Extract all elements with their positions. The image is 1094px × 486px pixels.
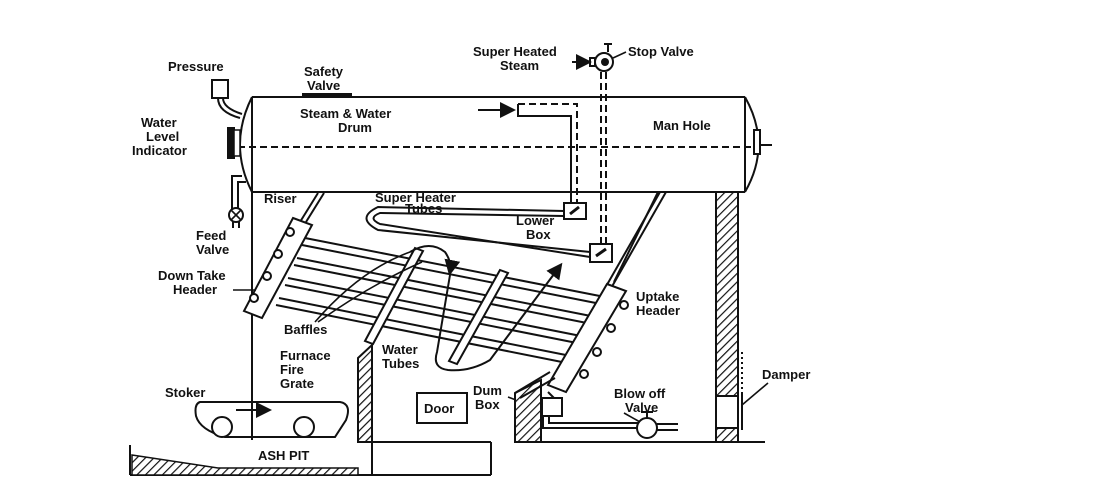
label-blow-off-1: Blow off — [614, 386, 666, 401]
label-pressure: Pressure — [168, 59, 224, 74]
label-sh-tubes-1: Super Heater — [375, 190, 456, 205]
stop-valve-icon — [589, 43, 627, 72]
label-sh-tubes-2: Tubes — [405, 201, 442, 216]
safety-valve-icon — [302, 93, 352, 97]
damper-icon — [715, 352, 769, 430]
label-fgrate-2: Fire — [280, 362, 304, 377]
super-heater-tubes — [365, 205, 591, 258]
stoker — [194, 401, 349, 438]
label-dum-box-1: Dum — [473, 383, 502, 398]
door — [416, 392, 468, 424]
label-lower-box-2: Box — [526, 227, 551, 242]
down-take-header — [242, 216, 314, 320]
label-blow-off-2: Valve — [625, 400, 658, 415]
label-wli-2: Level — [146, 129, 179, 144]
label-stoker: Stoker — [165, 385, 205, 400]
water-tubes — [275, 237, 611, 366]
label-man-hole: Man Hole — [653, 118, 711, 133]
pressure-gauge-icon — [211, 79, 243, 119]
label-wli-3: Indicator — [132, 143, 187, 158]
ash-pit — [129, 441, 765, 476]
label-super-heated-2: Steam — [500, 58, 539, 73]
label-safety-valve-2: Valve — [307, 78, 340, 93]
label-feed-valve-1: Feed — [196, 228, 226, 243]
label-ash-pit: ASH PIT — [258, 448, 309, 463]
label-baffles: Baffles — [284, 322, 327, 337]
label-riser: Riser — [264, 191, 297, 206]
water-level-indicator-icon — [227, 127, 235, 159]
label-uptake-1: Uptake — [636, 289, 679, 304]
steam-water-drum — [238, 96, 760, 193]
label-drum-1: Steam & Water — [300, 106, 391, 121]
label-fgrate-3: Grate — [280, 376, 314, 391]
label-dth-1: Down Take — [158, 268, 226, 283]
label-lower-box-1: Lower — [516, 213, 554, 228]
label-wli-1: Water — [141, 115, 177, 130]
label-safety-valve-1: Safety — [304, 64, 344, 79]
blow-off-valve-icon — [541, 391, 678, 439]
furnace-wall — [357, 342, 373, 443]
label-water-tubes-1: Water — [382, 342, 418, 357]
label-damper: Damper — [762, 367, 810, 382]
feed-valve-icon — [228, 175, 246, 228]
label-water-tubes-2: Tubes — [382, 356, 419, 371]
label-dth-2: Header — [173, 282, 217, 297]
man-hole-icon — [753, 129, 772, 155]
label-door: Door — [424, 401, 454, 416]
label-drum-2: Drum — [338, 120, 372, 135]
label-feed-valve-2: Valve — [196, 242, 229, 257]
label-fgrate-1: Furnace — [280, 348, 331, 363]
uptake-header — [546, 191, 659, 394]
label-super-heated-1: Super Heated — [473, 44, 557, 59]
label-uptake-2: Header — [636, 303, 680, 318]
label-stop-valve: Stop Valve — [628, 44, 694, 59]
label-dum-box-2: Box — [475, 397, 500, 412]
